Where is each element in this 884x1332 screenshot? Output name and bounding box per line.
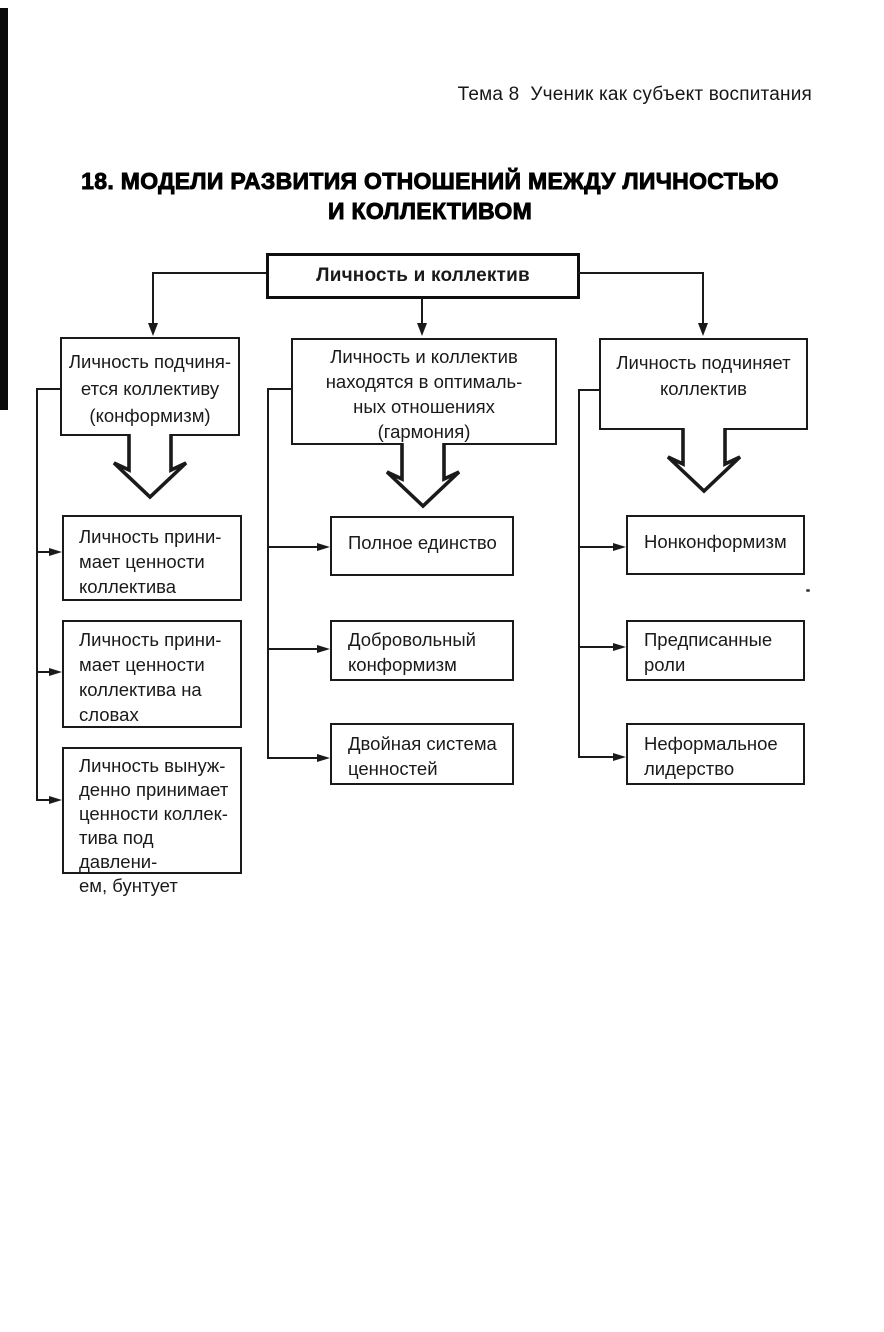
connector-right-child2 xyxy=(580,646,615,648)
arrowhead-down-icon xyxy=(417,323,427,336)
arrowhead-right-icon xyxy=(317,543,330,551)
branch-box-conformism: Личность подчиня- ется коллективу (конфо… xyxy=(60,337,240,436)
connector-left-child3 xyxy=(36,799,52,801)
child-box-prescribed-roles: Предписанные роли xyxy=(626,620,805,681)
connector-middle-child1 xyxy=(269,546,319,548)
connector-root-to-left-drop xyxy=(152,272,154,326)
child-box-label: Предписанные роли xyxy=(644,629,773,675)
connector-left-trunk-stub xyxy=(36,388,62,390)
scan-edge-artifact xyxy=(0,8,8,410)
block-arrow-down-icon xyxy=(385,443,461,509)
connector-root-to-middle xyxy=(421,298,423,326)
connector-left-trunk xyxy=(36,388,38,801)
block-arrow-down-icon xyxy=(666,428,742,494)
connector-middle-child2 xyxy=(269,648,319,650)
section-title: 18. МОДЕЛИ РАЗВИТИЯ ОТНОШЕНИЙ МЕЖДУ ЛИЧН… xyxy=(60,166,800,226)
arrowhead-right-icon xyxy=(49,548,62,556)
child-box-label: Неформальное лидерство xyxy=(644,733,778,779)
branch-box-domination: Личность подчиняет коллектив xyxy=(599,338,808,430)
branch-box-harmony: Личность и коллектив находятся в оптимал… xyxy=(291,338,557,445)
root-box-label: Личность и коллектив xyxy=(316,265,530,286)
child-box-label: Двойная система ценностей xyxy=(348,733,497,779)
arrowhead-right-icon xyxy=(49,668,62,676)
child-box-label: Личность прини- мает ценности коллектива… xyxy=(79,629,222,725)
child-box-informal-leadership: Неформальное лидерство xyxy=(626,723,805,785)
connector-root-to-right-drop xyxy=(702,272,704,326)
connector-left-child2 xyxy=(38,671,52,673)
child-box-label: Нонконформизм xyxy=(644,531,787,552)
arrowhead-right-icon xyxy=(49,796,62,804)
connector-root-to-right xyxy=(578,272,703,274)
connector-middle-trunk xyxy=(267,388,269,759)
child-box-label: Добровольный конформизм xyxy=(348,629,476,675)
branch-box-label: Личность подчиняет коллектив xyxy=(616,352,791,399)
child-box-accepts-values-in-words: Личность прини- мает ценности коллектива… xyxy=(62,620,242,728)
child-box-label: Личность вынуж- денно принимает ценности… xyxy=(79,755,229,896)
section-title-line1: 18. МОДЕЛИ РАЗВИТИЯ ОТНОШЕНИЙ МЕЖДУ ЛИЧН… xyxy=(81,168,779,195)
connector-left-child1 xyxy=(38,551,52,553)
arrowhead-right-icon xyxy=(317,754,330,762)
child-box-full-unity: Полное единство xyxy=(330,516,514,576)
child-box-forced-acceptance: Личность вынуж- денно принимает ценности… xyxy=(62,747,242,896)
ink-speck-artifact xyxy=(806,589,810,592)
child-box-label: Полное единство xyxy=(348,532,497,553)
arrowhead-right-icon xyxy=(613,753,626,761)
page-header: Тема 8 Ученик как субъект воспитания xyxy=(457,84,812,105)
child-box-voluntary-conformism: Добровольный конформизм xyxy=(330,620,514,681)
arrowhead-down-icon xyxy=(148,323,158,336)
child-box-double-value-system: Двойная система ценностей xyxy=(330,723,514,785)
branch-box-label: Личность и коллектив находятся в оптимал… xyxy=(325,346,523,442)
connector-root-to-left xyxy=(153,272,266,274)
child-box-nonconformism: Нонконформизм xyxy=(626,515,805,575)
arrowhead-down-icon xyxy=(698,323,708,336)
connector-right-trunk-stub xyxy=(578,389,601,391)
connector-right-child1 xyxy=(580,546,615,548)
arrowhead-right-icon xyxy=(613,543,626,551)
block-arrow-down-icon xyxy=(112,434,188,500)
arrowhead-right-icon xyxy=(317,645,330,653)
section-title-line2: И КОЛЛЕКТИВОМ xyxy=(327,198,533,225)
child-box-accepts-values: Личность прини- мает ценности коллектива xyxy=(62,515,242,601)
root-box: Личность и коллектив xyxy=(266,253,580,299)
branch-box-label: Личность подчиня- ется коллективу (конфо… xyxy=(68,351,232,426)
connector-right-child3 xyxy=(578,756,615,758)
connector-middle-trunk-stub xyxy=(267,388,293,390)
child-box-label: Личность прини- мает ценности коллектива xyxy=(79,526,222,597)
connector-right-trunk xyxy=(578,389,580,758)
connector-middle-child3 xyxy=(267,757,319,759)
arrowhead-right-icon xyxy=(613,643,626,651)
